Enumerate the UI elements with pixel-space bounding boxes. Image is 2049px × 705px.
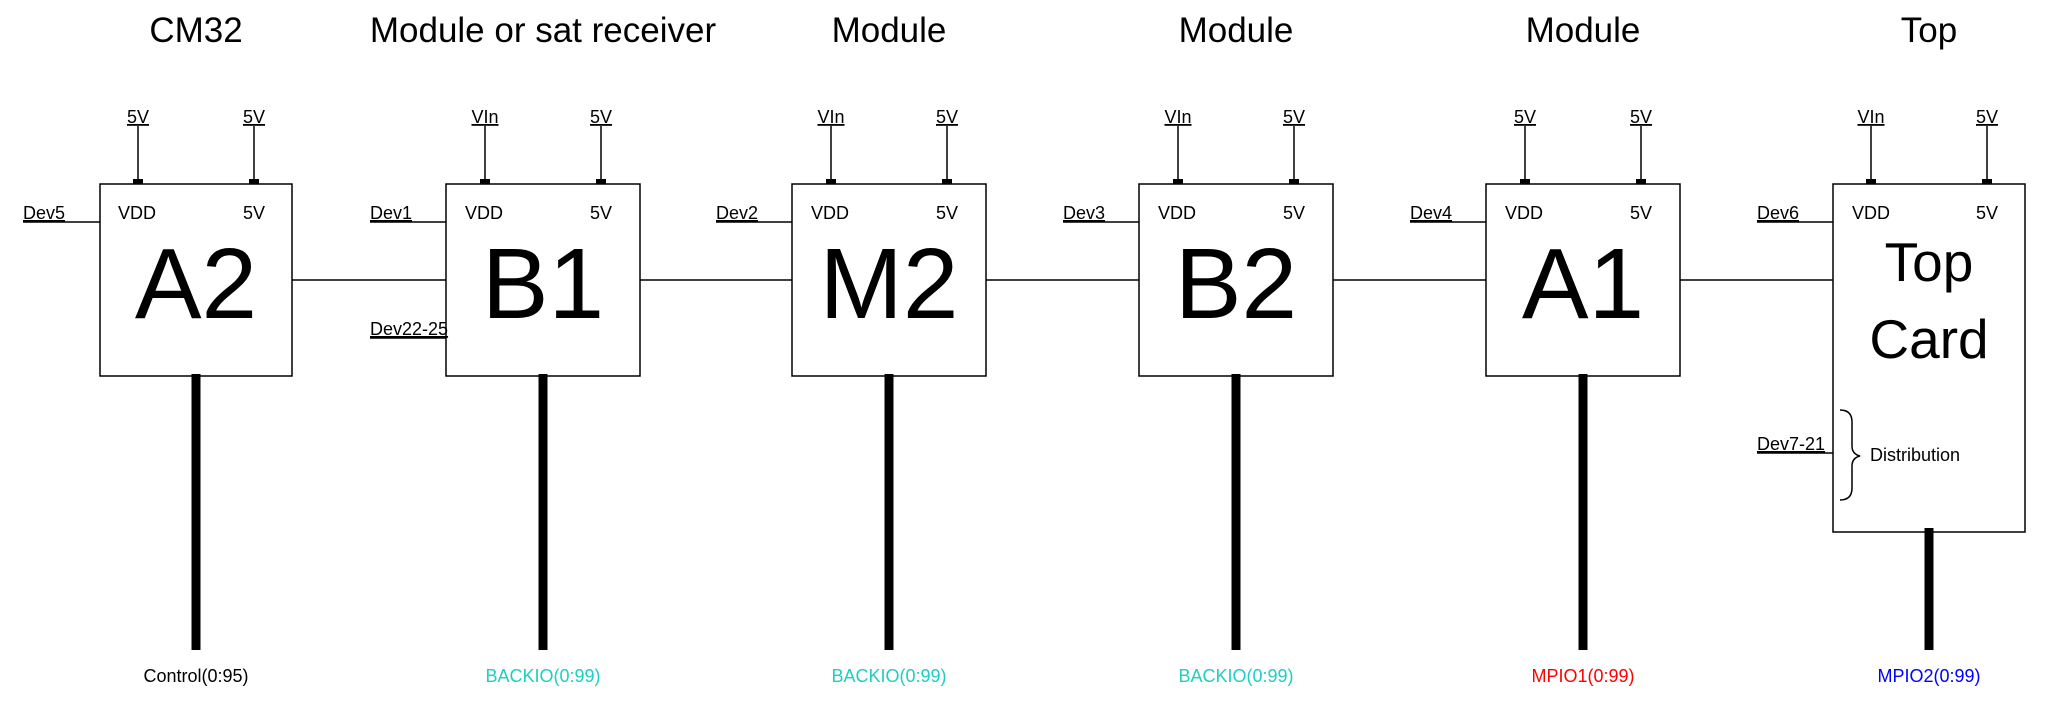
bus-label: MPIO2(0:99) (1877, 666, 1980, 686)
bus-label: BACKIO(0:99) (831, 666, 946, 686)
pin-label-left: 5V (127, 107, 149, 127)
vdd-label: VDD (1505, 203, 1543, 223)
module-box (445, 183, 641, 377)
bus-label: MPIO1(0:99) (1531, 666, 1634, 686)
vdd-label: VDD (1852, 203, 1890, 223)
signal-label: Dev2 (716, 203, 758, 223)
5v-label: 5V (1283, 203, 1305, 223)
module-box (1832, 183, 2026, 533)
module-a1: Module 5V 5V VDD 5V Dev4 A1 MPIO1(0:99) (1410, 11, 1681, 686)
distribution-label: Distribution (1870, 445, 1960, 465)
pin-label-left: VIn (1857, 107, 1884, 127)
signal-label-2: Dev22-25 (370, 319, 448, 339)
signal-label: Dev4 (1410, 203, 1452, 223)
module-box (1485, 183, 1681, 377)
pin-label-left: 5V (1514, 107, 1536, 127)
module-name-line-1: Top (1885, 231, 1974, 293)
module-top-card: Top VIn 5V VDD 5V Dev6 Top Card Dev7-21 … (1757, 11, 2026, 686)
5v-label: 5V (936, 203, 958, 223)
signal-label: Dev1 (370, 203, 412, 223)
vdd-label: VDD (118, 203, 156, 223)
distribution-brace (1839, 409, 1861, 501)
module-b2: Module VIn 5V VDD 5V Dev3 B2 BACKIO(0:99… (1063, 11, 1334, 686)
module-m2: Module VIn 5V VDD 5V Dev2 M2 BACKIO(0:99… (716, 11, 987, 686)
pin-label-right: 5V (936, 107, 958, 127)
pin-label-right: 5V (243, 107, 265, 127)
module-name-line-2: Card (1869, 308, 1988, 370)
module-name: B1 (482, 228, 604, 340)
signal-label-2: Dev7-21 (1757, 434, 1825, 454)
pin-label-right: 5V (1630, 107, 1652, 127)
module-header: Module or sat receiver (370, 11, 717, 50)
bus-label: Control(0:95) (143, 666, 248, 686)
pin-label-right: 5V (1976, 107, 1998, 127)
pin-label-left: VIn (471, 107, 498, 127)
module-name: B2 (1175, 228, 1297, 340)
module-name: A1 (1522, 228, 1644, 340)
5v-label: 5V (1630, 203, 1652, 223)
module-box (791, 183, 987, 377)
pin-label-left: VIn (817, 107, 844, 127)
module-header: CM32 (149, 11, 242, 50)
module-header: Module (832, 11, 947, 50)
signal-label: Dev6 (1757, 203, 1799, 223)
module-header: Top (1901, 11, 1957, 50)
vdd-label: VDD (1158, 203, 1196, 223)
pin-label-left: VIn (1164, 107, 1191, 127)
5v-label: 5V (590, 203, 612, 223)
module-box (1138, 183, 1334, 377)
module-a2: CM32 5V 5V VDD 5V Dev5 A2 Control(0:95) (23, 11, 293, 686)
module-box (99, 183, 293, 377)
module-header: Module (1179, 11, 1294, 50)
vdd-label: VDD (811, 203, 849, 223)
module-b1: Module or sat receiver VIn 5V VDD 5V Dev… (370, 11, 717, 686)
module-name: A2 (135, 228, 257, 340)
module-header: Module (1526, 11, 1641, 50)
bus-label: BACKIO(0:99) (485, 666, 600, 686)
signal-label: Dev3 (1063, 203, 1105, 223)
pin-label-right: 5V (590, 107, 612, 127)
vdd-label: VDD (465, 203, 503, 223)
pin-label-right: 5V (1283, 107, 1305, 127)
bus-label: BACKIO(0:99) (1178, 666, 1293, 686)
module-name: M2 (820, 228, 959, 340)
signal-label: Dev5 (23, 203, 65, 223)
5v-label: 5V (243, 203, 265, 223)
5v-label: 5V (1976, 203, 1998, 223)
